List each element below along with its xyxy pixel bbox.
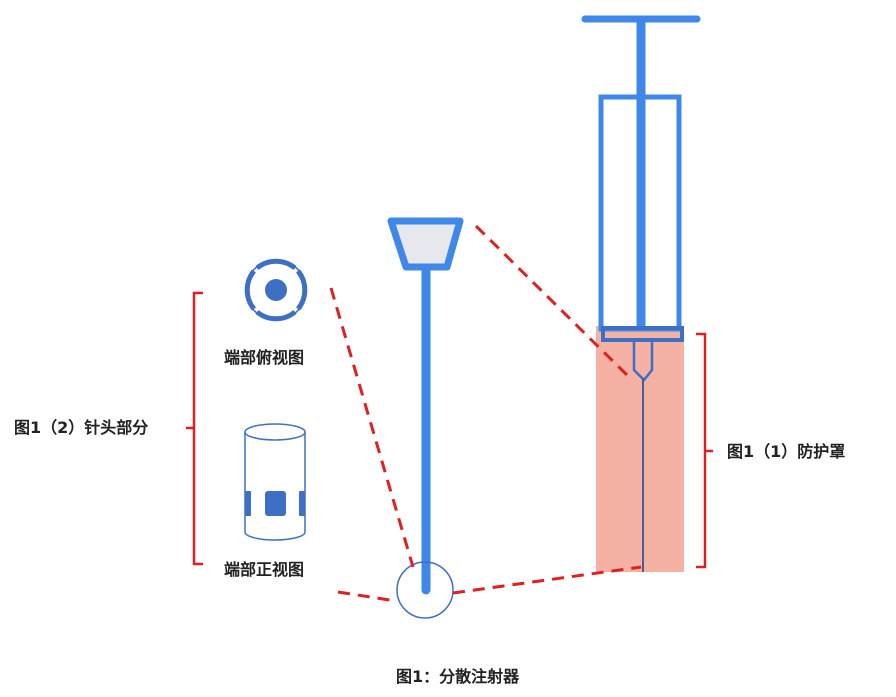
connector-frontview-to-tip	[337, 590, 397, 603]
top-view-arc-segment	[295, 269, 308, 311]
front-view-left-window	[245, 491, 251, 516]
dashed-connectors	[329, 224, 642, 603]
connector-funnel-to-syringe	[474, 224, 630, 378]
connector-tip-to-cover	[452, 565, 642, 595]
right-bracket	[696, 332, 713, 569]
front-view-right-window	[299, 491, 305, 516]
top-view-label: 端部俯视图	[224, 348, 304, 367]
figure-caption: 图1：分散注射器	[396, 667, 520, 686]
needle-part-label: 图1（2）针头部分	[14, 418, 148, 437]
barrel-bottom-cap	[601, 326, 684, 342]
syringe	[581, 15, 701, 572]
front-view-label: 端部正视图	[224, 560, 304, 579]
top-view-arc-segment	[255, 309, 297, 322]
top-view-center-dot	[265, 279, 287, 301]
front-view-top-ellipse	[244, 423, 306, 441]
protective-cover-label: 图1（1）防护罩	[727, 442, 845, 461]
needle-assembly	[387, 217, 464, 619]
top-view-diagram	[244, 258, 308, 322]
top-view-arc-segment	[255, 258, 297, 271]
needle-tip-circle	[396, 561, 454, 619]
front-view-diagram	[244, 423, 306, 541]
needle-funnel	[387, 217, 464, 271]
connector-topview-to-tip	[329, 287, 415, 568]
front-view-bottom-arc	[244, 531, 306, 541]
left-bracket	[186, 291, 203, 566]
protective-cover-region	[596, 326, 684, 572]
top-view-arc-segment	[244, 269, 257, 311]
front-view-center-window	[265, 491, 286, 516]
